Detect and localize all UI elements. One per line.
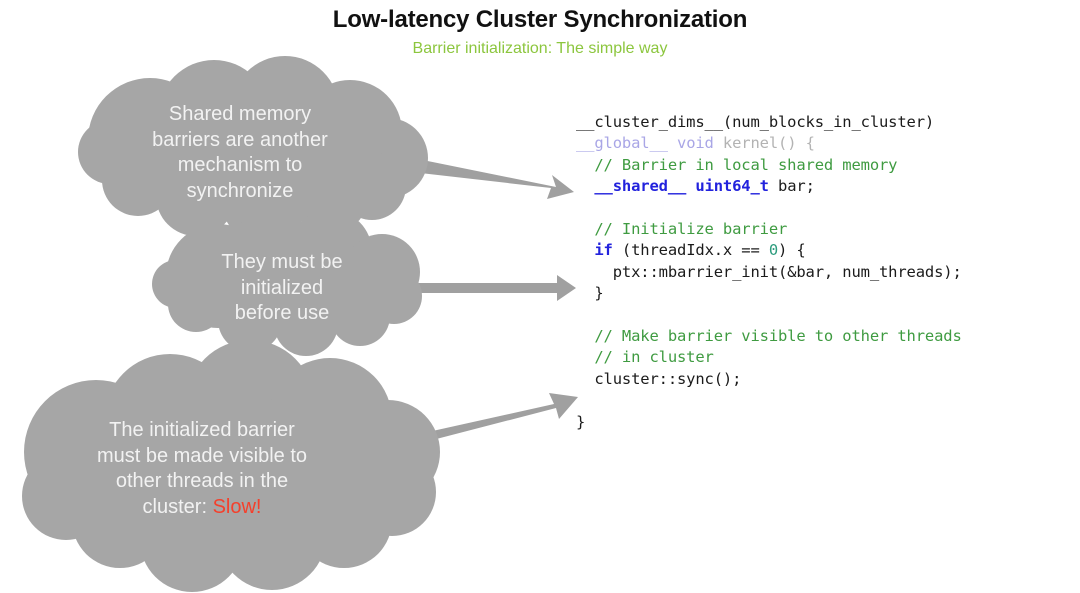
code-token-dim: kernel() { (713, 134, 815, 153)
code-line: __shared__ uint64_t bar; (576, 176, 962, 197)
code-line: } (576, 283, 962, 304)
code-token-keyword: uint64_t (695, 177, 769, 196)
code-token-keyword_dim: void (677, 134, 714, 153)
code-token-number: 0 (768, 241, 779, 260)
arrow-cloud2-to-code (406, 275, 576, 301)
code-token-comment: // Initialize barrier (576, 220, 788, 239)
code-token-plain: cluster::sync(); (576, 369, 742, 388)
code-token-plain: ) { (778, 241, 806, 260)
code-token-plain: } (576, 284, 604, 303)
code-listing: __cluster_dims__(num_blocks_in_cluster) _… (576, 112, 962, 433)
code-line: // Initialize barrier (576, 219, 962, 240)
code-token-comment: // Make barrier visible to other threads (576, 327, 962, 346)
code-line: if (threadIdx.x == 0) { (576, 240, 962, 261)
code-token-plain (576, 177, 594, 195)
code-token-plain (686, 177, 695, 195)
code-token-keyword: if (594, 241, 613, 260)
code-token-plain (576, 241, 594, 259)
page-title: Low-latency Cluster Synchronization (332, 6, 748, 33)
code-line (576, 305, 962, 326)
cloud-must-be-initialized (152, 210, 422, 356)
page-subtitle: Barrier initialization: The simple way (412, 40, 668, 57)
code-line: __global__ void kernel() { (576, 133, 962, 154)
code-line: } (576, 412, 962, 433)
code-token-comment: // Barrier in local shared memory (576, 155, 898, 174)
code-token-plain: __cluster_dims__(num_blocks_in_cluster) (576, 113, 935, 131)
code-line: // Barrier in local shared memory (576, 155, 962, 176)
code-line (576, 390, 962, 411)
code-token-plain (668, 134, 677, 152)
code-line: ptx::mbarrier_init(&bar, num_threads); (576, 262, 962, 283)
code-token-plain: } (576, 412, 586, 431)
code-token-keyword_dim: __global__ (576, 134, 668, 153)
code-token-plain: (threadIdx.x == (612, 241, 769, 260)
code-line: // Make barrier visible to other threads (576, 326, 962, 347)
code-token-plain: bar; (768, 177, 815, 196)
code-line: // in cluster (576, 347, 962, 368)
arrow-cloud1-to-code (394, 155, 574, 199)
code-line (576, 198, 962, 219)
code-line: cluster::sync(); (576, 369, 962, 390)
arrow-cloud3-to-code (392, 393, 578, 450)
code-token-plain: ptx::mbarrier_init(&bar, num_threads); (576, 262, 962, 281)
code-line: __cluster_dims__(num_blocks_in_cluster) (576, 112, 962, 133)
code-token-comment: // in cluster (576, 348, 714, 367)
code-token-keyword: __shared__ (594, 177, 687, 196)
cloud-made-visible-slow (22, 340, 440, 592)
